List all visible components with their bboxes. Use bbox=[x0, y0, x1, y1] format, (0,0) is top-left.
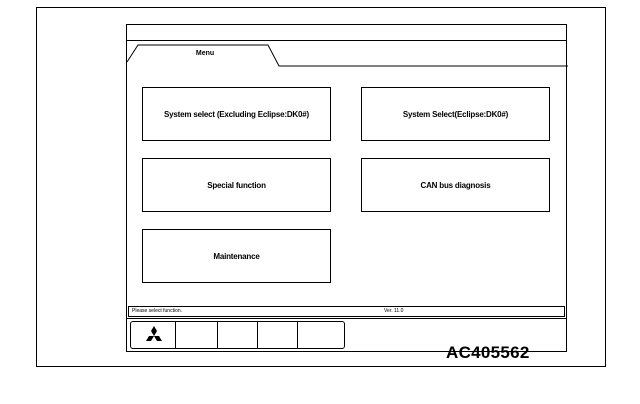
fkey-4[interactable] bbox=[258, 322, 298, 348]
maintenance-label: Maintenance bbox=[213, 251, 260, 261]
figure-caption: AC405562 bbox=[446, 343, 530, 362]
toolbar-divider bbox=[127, 318, 566, 319]
version-text: Ver. 11.0 bbox=[384, 308, 404, 314]
system-select-eclipse-button[interactable]: System Select(Eclipse:DK0#) bbox=[361, 87, 550, 141]
can-bus-diagnosis-label: CAN bus diagnosis bbox=[420, 180, 491, 190]
can-bus-diagnosis-button[interactable]: CAN bus diagnosis bbox=[361, 158, 550, 212]
fkey-home[interactable] bbox=[131, 322, 176, 348]
special-function-label: Special function bbox=[207, 180, 266, 190]
maintenance-button[interactable]: Maintenance bbox=[142, 229, 331, 283]
fkey-5[interactable] bbox=[298, 322, 344, 348]
figure-frame: Menu System select (Excluding Eclipse:DK… bbox=[36, 7, 606, 367]
diagnostic-screen: Menu System select (Excluding Eclipse:DK… bbox=[126, 24, 568, 352]
menu-tab-outline bbox=[127, 44, 568, 67]
function-key-bar bbox=[130, 321, 345, 349]
special-function-button[interactable]: Special function bbox=[142, 158, 331, 212]
status-message: Please select function. bbox=[132, 308, 183, 314]
title-bar bbox=[127, 25, 566, 41]
system-select-eclipse-label: System Select(Eclipse:DK0#) bbox=[402, 109, 509, 119]
system-select-excluding-button[interactable]: System select (Excluding Eclipse:DK0#) bbox=[142, 87, 331, 141]
system-select-excluding-label: System select (Excluding Eclipse:DK0#) bbox=[164, 109, 309, 119]
status-bar: Please select function. Ver. 11.0 bbox=[128, 306, 565, 317]
fkey-2[interactable] bbox=[176, 322, 218, 348]
tab-menu[interactable]: Menu bbox=[195, 50, 215, 57]
mitsubishi-logo-icon bbox=[146, 326, 162, 341]
fkey-3[interactable] bbox=[218, 322, 258, 348]
